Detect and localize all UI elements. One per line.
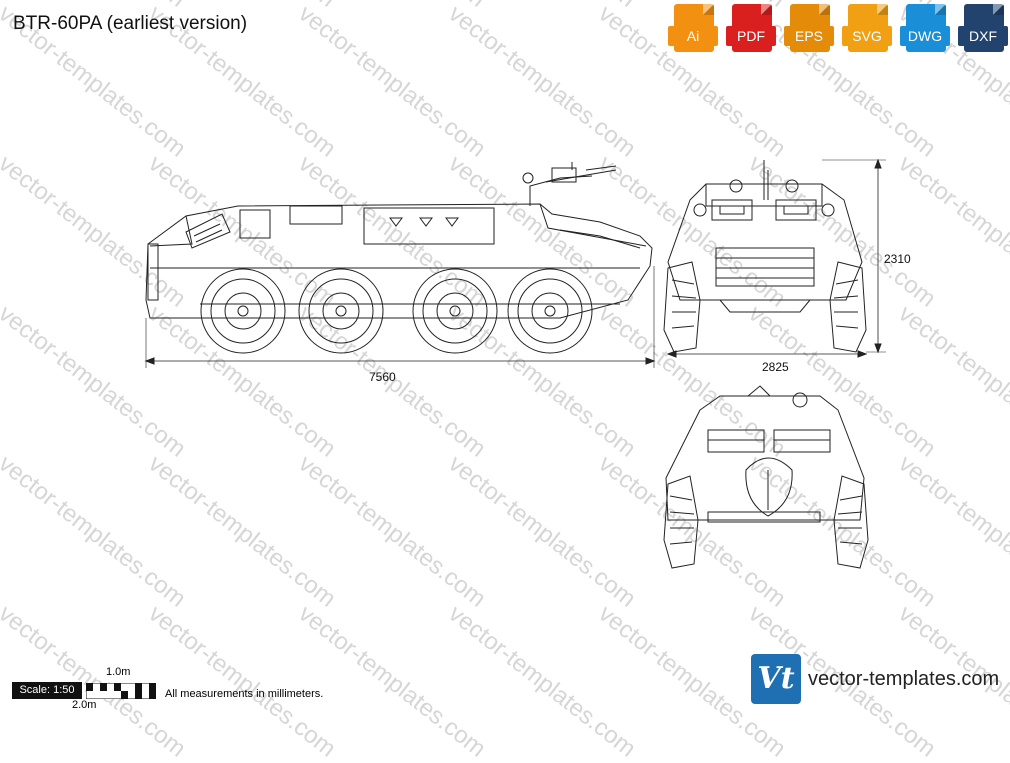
scale-two-meter: 2.0m xyxy=(72,699,97,711)
scale-one-meter: 1.0m xyxy=(106,666,131,678)
dwg-file-icon[interactable]: DWG xyxy=(900,4,950,52)
dxf-label: DXF xyxy=(958,26,1008,46)
page-title: BTR-60PA (earliest version) xyxy=(13,13,248,34)
brand-logo-icon[interactable]: Vt xyxy=(751,654,801,704)
svg-file-icon[interactable]: SVG xyxy=(842,4,892,52)
units-note: All measurements in millimeters. xyxy=(165,688,324,700)
ai-file-icon[interactable]: Ai xyxy=(668,4,718,52)
height-dimension: 2310 xyxy=(884,252,911,266)
front-view xyxy=(663,158,886,358)
vehicle-drawing xyxy=(144,158,886,569)
length-dimension: 7560 xyxy=(369,370,396,384)
pdf-label: PDF xyxy=(726,26,776,46)
side-wheels xyxy=(200,268,593,354)
pdf-file-icon[interactable]: PDF xyxy=(726,4,776,52)
scale-bar xyxy=(86,683,156,699)
eps-file-icon[interactable]: EPS xyxy=(784,4,834,52)
brand-name[interactable]: vector-templates.com xyxy=(808,668,1000,690)
dwg-label: DWG xyxy=(900,26,950,46)
ai-label: Ai xyxy=(668,26,718,46)
svg-label: SVG xyxy=(842,26,892,46)
scale-label: Scale: 1:50 xyxy=(12,682,82,699)
side-view xyxy=(144,162,656,368)
eps-label: EPS xyxy=(784,26,834,46)
width-dimension: 2825 xyxy=(762,360,789,374)
rear-view xyxy=(663,385,869,569)
format-icons: Ai PDF EPS SVG DWG DXF xyxy=(668,4,1008,52)
dxf-file-icon[interactable]: DXF xyxy=(958,4,1008,52)
